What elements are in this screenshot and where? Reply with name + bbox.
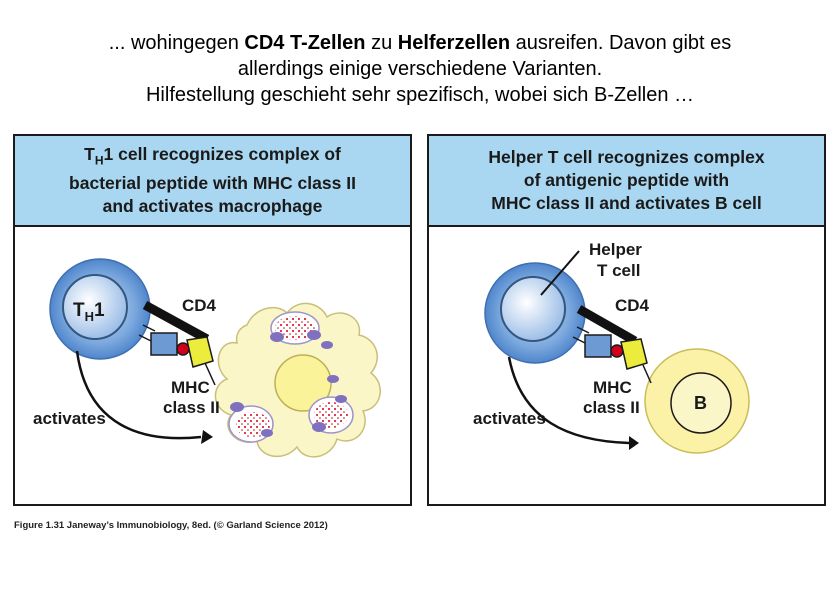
vesicle-right [308, 395, 354, 434]
left-title-line-1: TH1 cell recognizes complex of [84, 143, 341, 168]
cd4-label: CD4 [615, 296, 650, 315]
b-cell-nucleus [670, 372, 732, 434]
header-bold-helper: Helferzellen [397, 32, 511, 54]
mhc-label-1: MHC [171, 378, 210, 397]
figure-caption: Figure 1.31 Janeway’s Immunobiology, 8ed… [14, 520, 328, 531]
peptide [176, 342, 190, 356]
cd4-label: CD4 [182, 296, 217, 315]
right-title-line-3: MHC class II and activates B cell [491, 193, 762, 213]
right-title-line-1: Helper T cell recognizes complex [488, 147, 765, 167]
right-panel: Helper T cell recognizes complex of anti… [427, 134, 826, 506]
helper-label-1: Helper [589, 240, 642, 259]
cd4-bar [142, 301, 210, 343]
activates-label: activates [473, 409, 546, 428]
activates-label: activates [33, 409, 106, 428]
header-line-2: allerdings einige verschiedene Varianten… [237, 58, 603, 80]
th1-label: TH1 [73, 300, 105, 324]
b-cell-label: B [694, 393, 707, 413]
cd4-bar [576, 305, 638, 345]
vesicle-left [228, 402, 274, 443]
peptide [610, 344, 624, 358]
left-panel-title: TH1 cell recognizes complex of bacterial… [15, 136, 410, 227]
mhc-label-2: class II [163, 398, 220, 417]
helper-t-nucleus [500, 276, 566, 342]
tcr-receptor [150, 332, 178, 356]
helper-pointer [540, 250, 580, 296]
surface-mhc-1 [321, 341, 333, 349]
right-title-line-2: of antigenic peptide with [523, 170, 730, 190]
mhc-class-ii [620, 338, 648, 370]
th1-nucleus [62, 274, 128, 340]
left-panel: TH1 cell recognizes complex of bacterial… [13, 134, 412, 506]
vesicle-top [270, 311, 321, 345]
right-panel-title: Helper T cell recognizes complex of anti… [429, 136, 824, 227]
header-bold-cd4: CD4 T-Zellen [244, 32, 366, 54]
macrophage-nucleus [274, 354, 332, 412]
mhc-label-1: MHC [593, 378, 632, 397]
left-title-line-3: and activates macrophage [102, 196, 323, 217]
header-line-1: ... wohingegen CD4 T-Zellen zu Helferzel… [108, 32, 732, 54]
helper-label-2: T cell [597, 261, 640, 280]
mhc-label-2: class II [583, 398, 640, 417]
left-title-line-2: bacterial peptide with MHC class II [69, 173, 356, 194]
activates-arrow [75, 350, 202, 440]
slide-header: ... wohingegen CD4 T-Zellen zu Helferzel… [0, 30, 840, 108]
header-line-3: Hilfestellung geschieht sehr spezifisch,… [145, 84, 695, 106]
tcr-receptor [584, 334, 612, 358]
surface-mhc-2 [327, 375, 339, 383]
activates-arrow [507, 356, 630, 445]
right-diagram: Helper T cell B CD4 MHC class II activat… [473, 240, 750, 454]
mhc-class-ii [186, 336, 214, 368]
left-diagram: TH1 CD4 MHC class II activates [33, 258, 381, 458]
